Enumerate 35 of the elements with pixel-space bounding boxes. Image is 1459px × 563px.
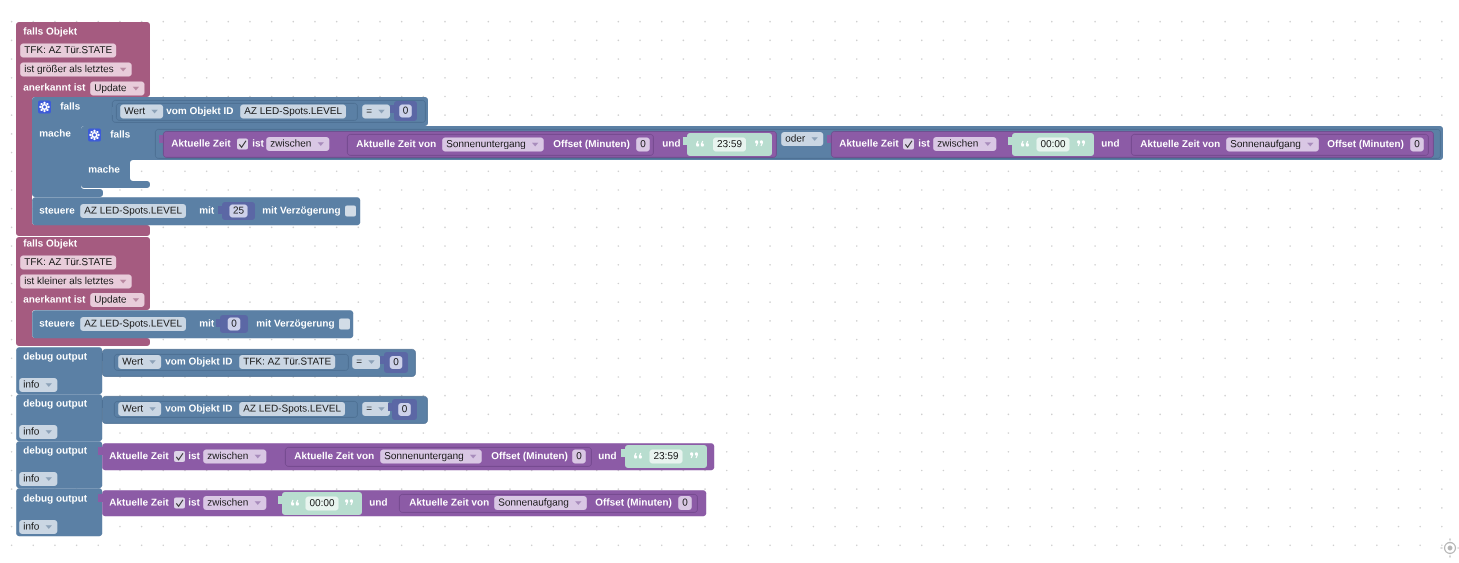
dropdown-field: info	[19, 472, 58, 486]
node-label: mit Verzögerung	[262, 206, 340, 216]
dropdown-field: Wert	[118, 355, 162, 369]
dropdown-field: info	[19, 378, 58, 392]
node-label: debug output	[23, 352, 87, 362]
number-block: 0	[216, 315, 248, 333]
text-field: TFK: AZ Tür.STATE	[239, 355, 336, 369]
number-block: 25	[218, 202, 255, 220]
dropdown-field: =	[362, 402, 391, 416]
node-label: falls Objekt	[23, 27, 77, 37]
node-label: anerkannt ist	[23, 295, 86, 303]
node-label: steuere	[39, 207, 75, 214]
text-field: AZ LED-Spots.LEVEL	[80, 317, 187, 331]
number-block: 0	[390, 101, 417, 121]
node-label: mache	[88, 165, 120, 173]
number-block: 0	[388, 399, 417, 420]
node-label: falls Objekt	[23, 239, 77, 249]
dropdown-field: info	[19, 520, 58, 534]
node-label: mit Verzögerung	[256, 319, 334, 329]
text-field: AZ LED-Spots.LEVEL	[239, 402, 346, 416]
dropdown-field: Wert	[118, 402, 162, 416]
node-label: debug output	[23, 399, 87, 409]
dropdown-field: =	[352, 355, 381, 369]
node-label: mit	[199, 319, 215, 327]
text-field: AZ LED-Spots.LEVEL	[80, 204, 187, 218]
dropdown-field: Update	[90, 293, 145, 307]
node-label: anerkannt ist	[23, 83, 86, 91]
node-label: mit	[199, 206, 215, 214]
dropdown-field: oder	[781, 132, 824, 146]
node-label: falls	[110, 130, 130, 138]
node-label: debug output	[23, 446, 87, 456]
number-block: 0	[380, 352, 408, 373]
node-label: steuere	[39, 320, 75, 327]
node-label: debug output	[23, 494, 87, 504]
dropdown-field: info	[19, 425, 58, 439]
